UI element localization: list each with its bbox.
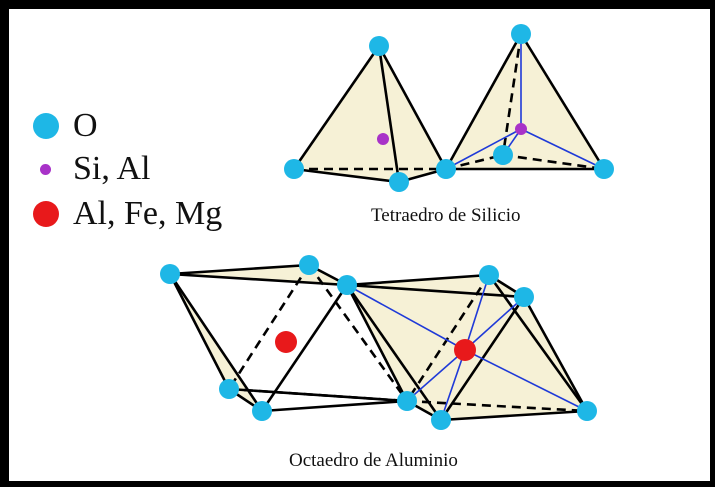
oxygen-atom	[397, 391, 417, 411]
octahedron-group	[160, 255, 597, 430]
legend-label: Al, Fe, Mg	[73, 195, 223, 232]
oxygen-atom	[299, 255, 319, 275]
legend-item-oxygen: O	[33, 109, 98, 143]
aluminum-atom	[275, 331, 297, 353]
oxygen-atom	[479, 265, 499, 285]
oxygen-atom	[431, 410, 451, 430]
oxygen-atom	[219, 379, 239, 399]
oxygen-atom	[369, 36, 389, 56]
legend-item-aluminum: Al, Fe, Mg	[33, 197, 222, 231]
silicon-swatch-icon	[40, 163, 51, 175]
octahedron-hidden-edges	[227, 264, 588, 413]
silicon-atom	[377, 133, 389, 145]
silicon-atom	[515, 123, 527, 135]
oxygen-atom	[514, 287, 534, 307]
oxygen-atom	[284, 159, 304, 179]
oxygen-atom	[493, 145, 513, 165]
tetrahedron-caption: Tetraedro de Silicio	[371, 205, 521, 226]
octahedron-edges	[168, 263, 589, 422]
oxygen-atom	[337, 275, 357, 295]
aluminum-swatch-icon	[33, 201, 59, 227]
tetrahedron-1-face	[294, 46, 399, 182]
oxygen-atom	[577, 401, 597, 421]
silicate-structure-diagram	[160, 24, 614, 430]
octahedron-bonds	[346, 274, 588, 421]
aluminum-atom	[454, 339, 476, 361]
legend-item-silicon: Si, Al	[33, 152, 150, 186]
oxygen-atom	[389, 172, 409, 192]
oxygen-atom	[511, 24, 531, 44]
oxygen-atom	[160, 264, 180, 284]
oxygen-atom	[252, 401, 272, 421]
tetrahedron-1-face-right	[379, 46, 446, 182]
oxygen-atom	[594, 159, 614, 179]
tetrahedron-group	[284, 24, 614, 192]
octahedron-caption: Octaedro de Aluminio	[289, 450, 458, 471]
legend-label: Si, Al	[73, 150, 151, 187]
tetrahedron-2-face	[446, 34, 604, 169]
tetrahedron-1-edges	[292, 45, 448, 184]
octahedron-face	[441, 297, 587, 420]
oxygen-swatch-icon	[33, 113, 59, 139]
oxygen-atom	[436, 159, 456, 179]
legend-label: O	[73, 107, 98, 144]
